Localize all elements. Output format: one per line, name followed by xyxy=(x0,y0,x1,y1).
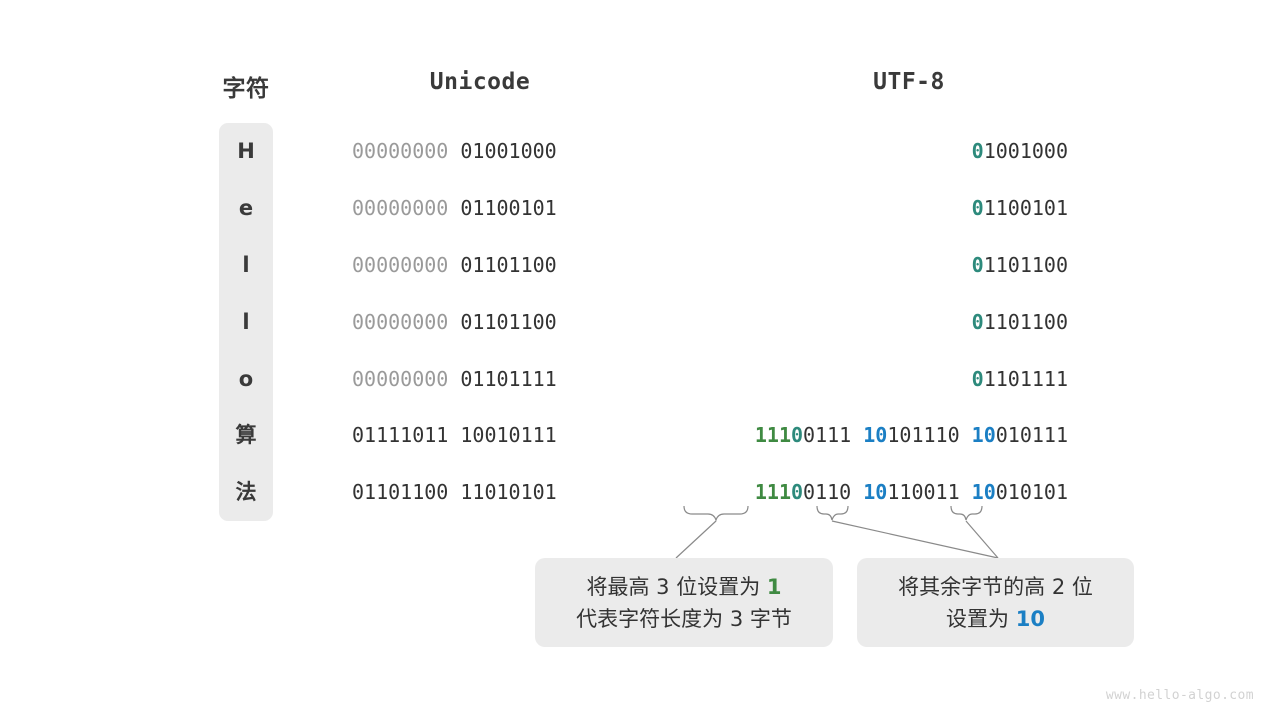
unicode-bits: 00000000 01100101 xyxy=(352,195,608,221)
utf8-bits: 01101100 xyxy=(684,309,1068,335)
utf8-bits: 01101100 xyxy=(684,252,1068,278)
utf8-byte-marker: 111 xyxy=(754,480,791,504)
utf8-bits: 01001000 xyxy=(684,138,1068,164)
utf8-byte-marker: 0 xyxy=(971,367,984,391)
column-header-utf8: UTF-8 xyxy=(873,69,945,95)
callout-right-line1: 将其余字节的高 2 位 xyxy=(898,574,1093,599)
unicode-bits: 01111011 10010111 xyxy=(352,422,608,448)
utf8-byte: 10101110 xyxy=(863,423,959,447)
unicode-high-byte: 01101100 xyxy=(352,480,449,504)
unicode-low-byte: 11010101 xyxy=(460,480,557,504)
callout-right-highlight: 10 xyxy=(1015,606,1045,631)
utf8-byte: 10010101 xyxy=(972,480,1068,504)
utf8-byte-payload: 1001000 xyxy=(983,139,1068,163)
utf8-byte-payload: 110011 xyxy=(887,480,960,504)
column-header-unicode: Unicode xyxy=(429,69,531,95)
utf8-byte-marker: 0 xyxy=(971,253,984,277)
brace-continuation-byte-1 xyxy=(816,505,849,521)
character-cell: 算 xyxy=(235,423,257,447)
callout-right-line2-text: 设置为 xyxy=(946,606,1016,631)
unicode-low-byte: 01101100 xyxy=(460,310,557,334)
utf8-byte-payload: 1101100 xyxy=(983,253,1068,277)
unicode-high-byte: 00000000 xyxy=(352,253,449,277)
utf8-byte: 11100110 xyxy=(755,480,851,504)
utf8-bits: 01101111 xyxy=(684,366,1068,392)
utf8-byte-marker: 10 xyxy=(863,480,888,504)
unicode-bits: 00000000 01001000 xyxy=(352,138,608,164)
character-column-panel xyxy=(219,123,273,521)
unicode-low-byte: 01101100 xyxy=(460,253,557,277)
unicode-low-byte: 01001000 xyxy=(460,139,557,163)
unicode-low-byte: 01101111 xyxy=(460,367,557,391)
unicode-high-byte: 00000000 xyxy=(352,367,449,391)
unicode-bits: 00000000 01101111 xyxy=(352,366,608,392)
unicode-high-byte: 00000000 xyxy=(352,310,449,334)
callout-left-highlight: 1 xyxy=(766,574,782,599)
unicode-low-byte: 10010111 xyxy=(460,423,557,447)
utf8-byte-payload: 101110 xyxy=(887,423,960,447)
utf8-byte-payload: 010101 xyxy=(995,480,1068,504)
utf8-byte: 01001000 xyxy=(972,139,1068,163)
character-cell: H xyxy=(237,139,255,163)
unicode-bits: 00000000 01101100 xyxy=(352,252,608,278)
utf8-byte: 01101100 xyxy=(972,310,1068,334)
callout-leading-byte: 将最高 3 位设置为 1 代表字符长度为 3 字节 xyxy=(535,558,833,647)
utf8-byte-marker: 10 xyxy=(971,480,996,504)
utf8-byte: 01101111 xyxy=(972,367,1068,391)
brace-leading-byte xyxy=(683,505,749,522)
callout-left-line2: 代表字符长度为 3 字节 xyxy=(576,606,792,631)
connector-right-callout-a xyxy=(831,520,999,559)
connector-right-callout-b xyxy=(965,520,999,559)
utf8-byte-payload: 1101100 xyxy=(983,310,1068,334)
utf8-byte-payload: 0110 xyxy=(803,480,852,504)
connector-left-callout xyxy=(675,520,717,559)
utf8-byte-payload: 1100101 xyxy=(983,196,1068,220)
utf8-byte-marker: 0 xyxy=(971,196,984,220)
character-cell: l xyxy=(242,310,250,334)
utf8-byte-payload: 1101111 xyxy=(983,367,1068,391)
callout-continuation-byte: 将其余字节的高 2 位 设置为 10 xyxy=(857,558,1134,647)
utf8-byte-marker-terminator: 0 xyxy=(791,423,804,447)
character-cell: e xyxy=(238,196,254,220)
unicode-high-byte: 01111011 xyxy=(352,423,449,447)
character-cell: 法 xyxy=(235,480,257,504)
utf8-byte: 01100101 xyxy=(972,196,1068,220)
utf8-byte: 10010111 xyxy=(972,423,1068,447)
utf8-byte-marker: 10 xyxy=(971,423,996,447)
utf8-byte: 01101100 xyxy=(972,253,1068,277)
unicode-high-byte: 00000000 xyxy=(352,139,449,163)
utf8-bits: 01100101 xyxy=(684,195,1068,221)
callout-left-line1: 将最高 3 位设置为 1 xyxy=(586,571,781,603)
utf8-bits: 11100111 10101110 10010111 xyxy=(684,422,1068,448)
callout-left-line1-text: 将最高 3 位设置为 xyxy=(586,574,767,599)
utf8-byte-payload: 010111 xyxy=(995,423,1068,447)
utf8-byte-marker-terminator: 0 xyxy=(791,480,804,504)
unicode-bits: 01101100 11010101 xyxy=(352,479,608,505)
utf8-byte-payload: 0111 xyxy=(803,423,852,447)
utf8-byte-marker: 111 xyxy=(754,423,791,447)
watermark: www.hello-algo.com xyxy=(1105,688,1254,703)
utf8-byte-marker: 0 xyxy=(971,139,984,163)
utf8-bits: 11100110 10110011 10010101 xyxy=(684,479,1068,505)
column-header-character: 字符 xyxy=(222,76,270,102)
utf8-byte-marker: 0 xyxy=(971,310,984,334)
utf8-byte: 11100111 xyxy=(755,423,851,447)
brace-continuation-byte-2 xyxy=(950,505,983,521)
unicode-high-byte: 00000000 xyxy=(352,196,449,220)
character-cell: l xyxy=(242,253,250,277)
utf8-byte: 10110011 xyxy=(863,480,959,504)
character-cell: o xyxy=(238,367,254,391)
unicode-bits: 00000000 01101100 xyxy=(352,309,608,335)
callout-right-line2: 设置为 10 xyxy=(946,603,1045,635)
utf8-byte-marker: 10 xyxy=(863,423,888,447)
unicode-low-byte: 01100101 xyxy=(460,196,557,220)
